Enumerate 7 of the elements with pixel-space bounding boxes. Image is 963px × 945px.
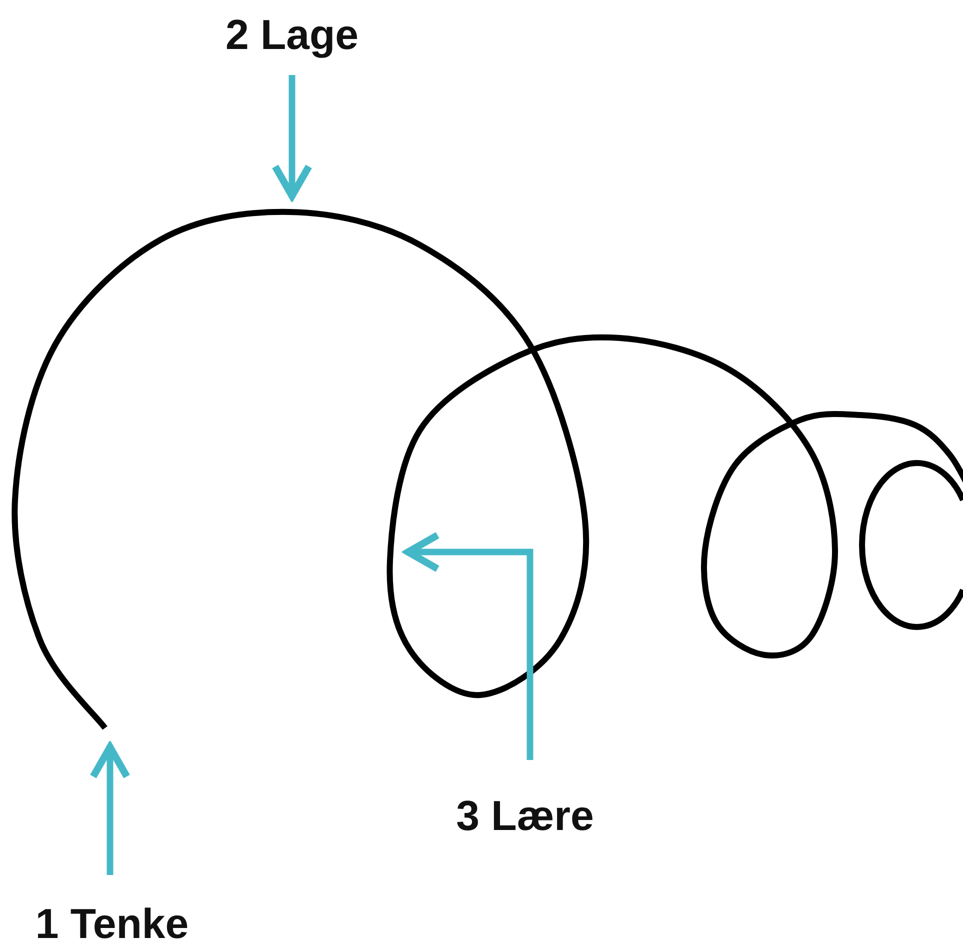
arrow [404, 532, 534, 760]
arrow [90, 744, 130, 875]
arrow [272, 75, 312, 200]
step-label: 1 Tenke [35, 903, 189, 945]
step-label: 2 Lage [225, 14, 359, 56]
step-label: 3 Lære [456, 795, 594, 837]
spiral-line [12, 208, 963, 731]
